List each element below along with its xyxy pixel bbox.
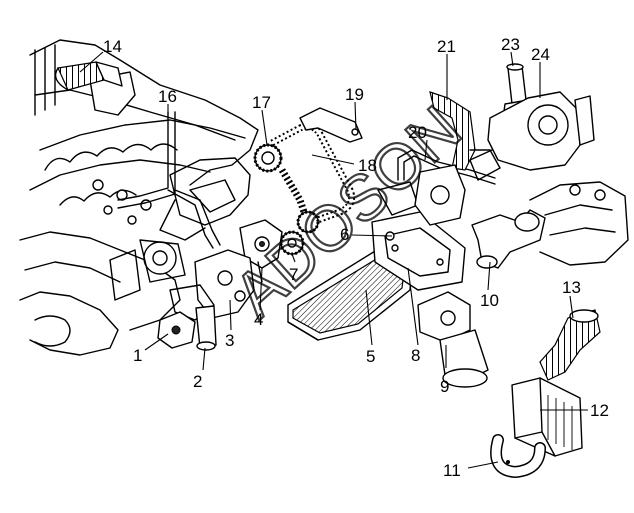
part-9 xyxy=(417,291,489,388)
callout-19: 19 xyxy=(345,85,364,104)
part-11 xyxy=(490,434,546,479)
part-16 xyxy=(117,111,221,249)
part-10 xyxy=(471,209,546,269)
callout-10: 10 xyxy=(480,291,499,310)
callout-20: 20 xyxy=(408,123,427,142)
part-14 xyxy=(54,61,123,91)
callout-labels: 1 2 3 4 5 6 7 8 9 10 11 12 13 14 16 17 1… xyxy=(103,35,609,480)
callout-12: 12 xyxy=(590,401,609,420)
part-6 xyxy=(377,181,419,241)
callout-8: 8 xyxy=(411,346,420,365)
part-12 xyxy=(511,377,583,457)
exhaust-manifold xyxy=(529,181,629,266)
callout-24: 24 xyxy=(531,45,550,64)
callout-18: 18 xyxy=(358,156,377,175)
part-24 xyxy=(469,91,595,181)
callout-17: 17 xyxy=(252,93,271,112)
part-3 xyxy=(169,249,255,321)
part-19 xyxy=(299,107,363,143)
callout-21: 21 xyxy=(437,37,456,56)
callout-16: 16 xyxy=(158,87,177,106)
engine-block xyxy=(19,39,259,356)
callout-4: 4 xyxy=(254,310,263,329)
part-21 xyxy=(414,91,501,226)
callout-14: 14 xyxy=(103,37,122,56)
callout-23: 23 xyxy=(501,35,520,54)
callout-7: 7 xyxy=(289,265,298,284)
callout-9: 9 xyxy=(440,377,449,396)
callout-5: 5 xyxy=(366,347,375,366)
callout-13: 13 xyxy=(562,278,581,297)
callout-6: 6 xyxy=(340,225,349,244)
callout-3: 3 xyxy=(225,331,234,350)
part-13 xyxy=(539,309,601,381)
callout-1: 1 xyxy=(133,346,142,365)
leader-lines xyxy=(79,51,588,469)
part-1 xyxy=(157,311,196,349)
part-17 xyxy=(253,143,283,173)
callout-2: 2 xyxy=(193,372,202,391)
callout-11: 11 xyxy=(443,461,461,480)
part-2 xyxy=(195,305,217,351)
